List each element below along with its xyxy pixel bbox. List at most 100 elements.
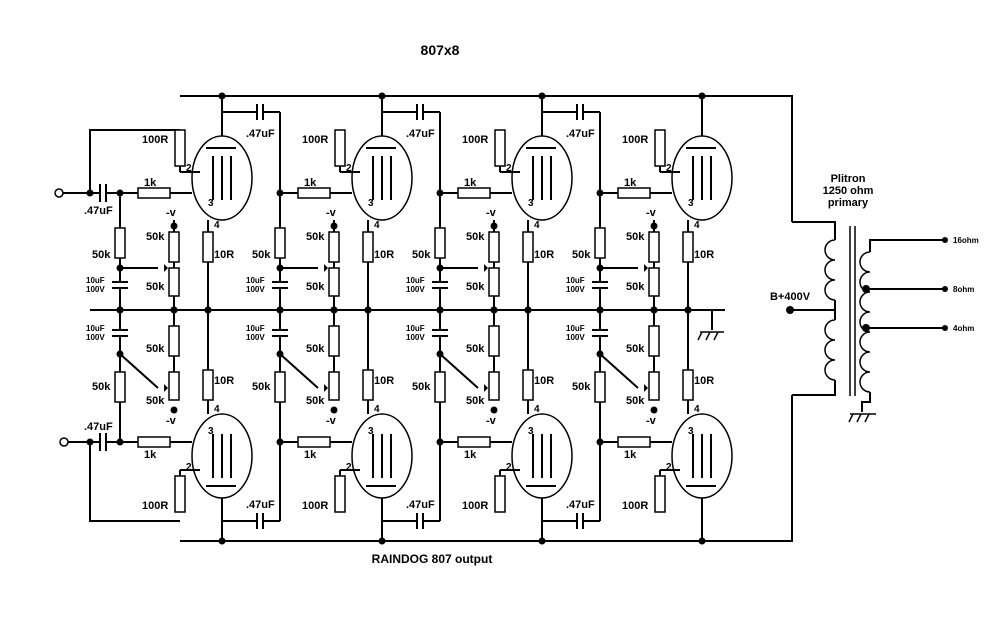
bias-pot: [488, 325, 500, 357]
bias-pot: [168, 325, 180, 357]
bias-pot: [648, 231, 660, 263]
cathode-resistor-label: 10R: [534, 249, 554, 261]
neg-supply-label: -v: [326, 207, 337, 219]
bias-lower-resistor-label: 50k: [626, 395, 645, 407]
screen-resistor-label: 100R: [622, 134, 648, 146]
neg-supply-dot: [330, 222, 338, 230]
junction-dot: [524, 306, 532, 314]
pin-2-label: 2: [666, 462, 672, 473]
cathode-resistor: [362, 369, 374, 401]
grid-stopper-resistor: [617, 187, 651, 199]
pin-4-label: 4: [694, 404, 700, 415]
junction-dot: [378, 92, 386, 100]
tap-16ohm: 16ohm: [953, 236, 979, 245]
cathode-resistor: [682, 231, 694, 263]
cathode-resistor: [202, 231, 214, 263]
pin-3-label: 3: [208, 426, 214, 437]
screen-resistor: [334, 129, 346, 167]
grid-stopper-label: 1k: [144, 177, 157, 189]
bias-resistor: [594, 371, 606, 403]
coupling-cap-label: .47uF: [566, 499, 595, 511]
bias-cap-label: 10uF: [566, 324, 585, 333]
cathode-resistor-label: 10R: [694, 249, 714, 261]
grid-stopper-resistor: [137, 436, 171, 448]
junction-dot: [378, 537, 386, 545]
pin-4-label: 4: [694, 220, 700, 231]
bias-pot: [648, 325, 660, 357]
pot-wiper-arrow: [644, 264, 648, 272]
junction-dot: [698, 537, 706, 545]
bias-resistor: [594, 227, 606, 259]
grid-stopper-label: 1k: [624, 177, 637, 189]
bias-pot-lower-resistor: [488, 371, 500, 401]
input-cap-top-label: .47uF: [84, 205, 113, 217]
bias-resistor-label: 50k: [412, 249, 431, 261]
screen-resistor-label: 100R: [462, 134, 488, 146]
neg-supply-label: -v: [486, 415, 497, 427]
bias-lower-resistor-label: 50k: [626, 281, 645, 293]
pin-4-label: 4: [214, 404, 220, 415]
neg-supply-dot: [170, 222, 178, 230]
cathode-resistor-label: 10R: [214, 249, 234, 261]
junction-dot: [436, 306, 444, 314]
bias-pot-lower-resistor: [648, 371, 660, 401]
bias-cap-voltage-label: 100V: [406, 333, 425, 342]
junction-dot: [116, 306, 124, 314]
pin-4-label: 4: [374, 404, 380, 415]
pot-wiper-arrow: [324, 264, 328, 272]
pin-4-label: 4: [374, 220, 380, 231]
output-transformer: Plitron 1250 ohm primary 16ohm 8ohm 4ohm…: [770, 173, 979, 423]
pot-wiper-arrow: [484, 384, 488, 392]
bias-pot: [328, 325, 340, 357]
bias-pot-label: 50k: [466, 231, 485, 243]
neg-supply-dot: [330, 406, 338, 414]
input-cap-bottom-label: .47uF: [84, 421, 113, 433]
cathode-resistor-label: 10R: [374, 375, 394, 387]
supply-label: B+400V: [770, 291, 811, 303]
bias-cap-label: 10uF: [406, 276, 425, 285]
junction-dot: [490, 306, 498, 314]
bias-cap-voltage-label: 100V: [246, 333, 265, 342]
coupling-cap-label: .47uF: [406, 128, 435, 140]
tap-4ohm: 4ohm: [953, 324, 974, 333]
screen-resistor-label: 100R: [302, 500, 328, 512]
cathode-resistor: [522, 369, 534, 401]
transformer-label-1: Plitron: [831, 173, 866, 185]
wire: [599, 353, 639, 389]
bias-pot-lower-resistor: [328, 267, 340, 297]
diagram-caption: RAINDOG 807 output: [372, 552, 493, 566]
neg-supply-label: -v: [166, 207, 177, 219]
neg-supply-dot: [170, 406, 178, 414]
bias-cap-label: 10uF: [246, 276, 265, 285]
screen-resistor-label: 100R: [622, 500, 648, 512]
bias-resistor-label: 50k: [572, 381, 591, 393]
bias-cap-label: 10uF: [566, 276, 585, 285]
bias-resistor: [114, 371, 126, 403]
junction-dot: [596, 306, 604, 314]
screen-resistor: [494, 475, 506, 513]
pin-2-label: 2: [506, 163, 512, 174]
pot-wiper-arrow: [644, 384, 648, 392]
screen-resistor-label: 100R: [142, 134, 168, 146]
pin-4-label: 4: [534, 404, 540, 415]
grid-stopper-resistor: [457, 436, 491, 448]
pin-3-label: 3: [368, 426, 374, 437]
bias-pot-lower-resistor: [488, 267, 500, 297]
bias-resistor: [434, 371, 446, 403]
screen-resistor: [654, 475, 666, 513]
junction-dot: [684, 306, 692, 314]
bias-cap-voltage-label: 100V: [86, 285, 105, 294]
bias-resistor: [114, 227, 126, 259]
grid-stopper-label: 1k: [624, 449, 637, 461]
neg-supply-dot: [650, 222, 658, 230]
bias-cap-label: 10uF: [86, 324, 105, 333]
grid-stopper-resistor: [617, 436, 651, 448]
transformer-label-2: 1250 ohm: [823, 185, 874, 197]
junction-dot: [330, 306, 338, 314]
pin-3-label: 3: [688, 198, 694, 209]
screen-resistor: [174, 475, 186, 513]
screen-resistor: [494, 129, 506, 167]
bias-pot: [488, 231, 500, 263]
inputs: .47uF .47uF: [54, 129, 180, 522]
neg-supply-label: -v: [326, 415, 337, 427]
